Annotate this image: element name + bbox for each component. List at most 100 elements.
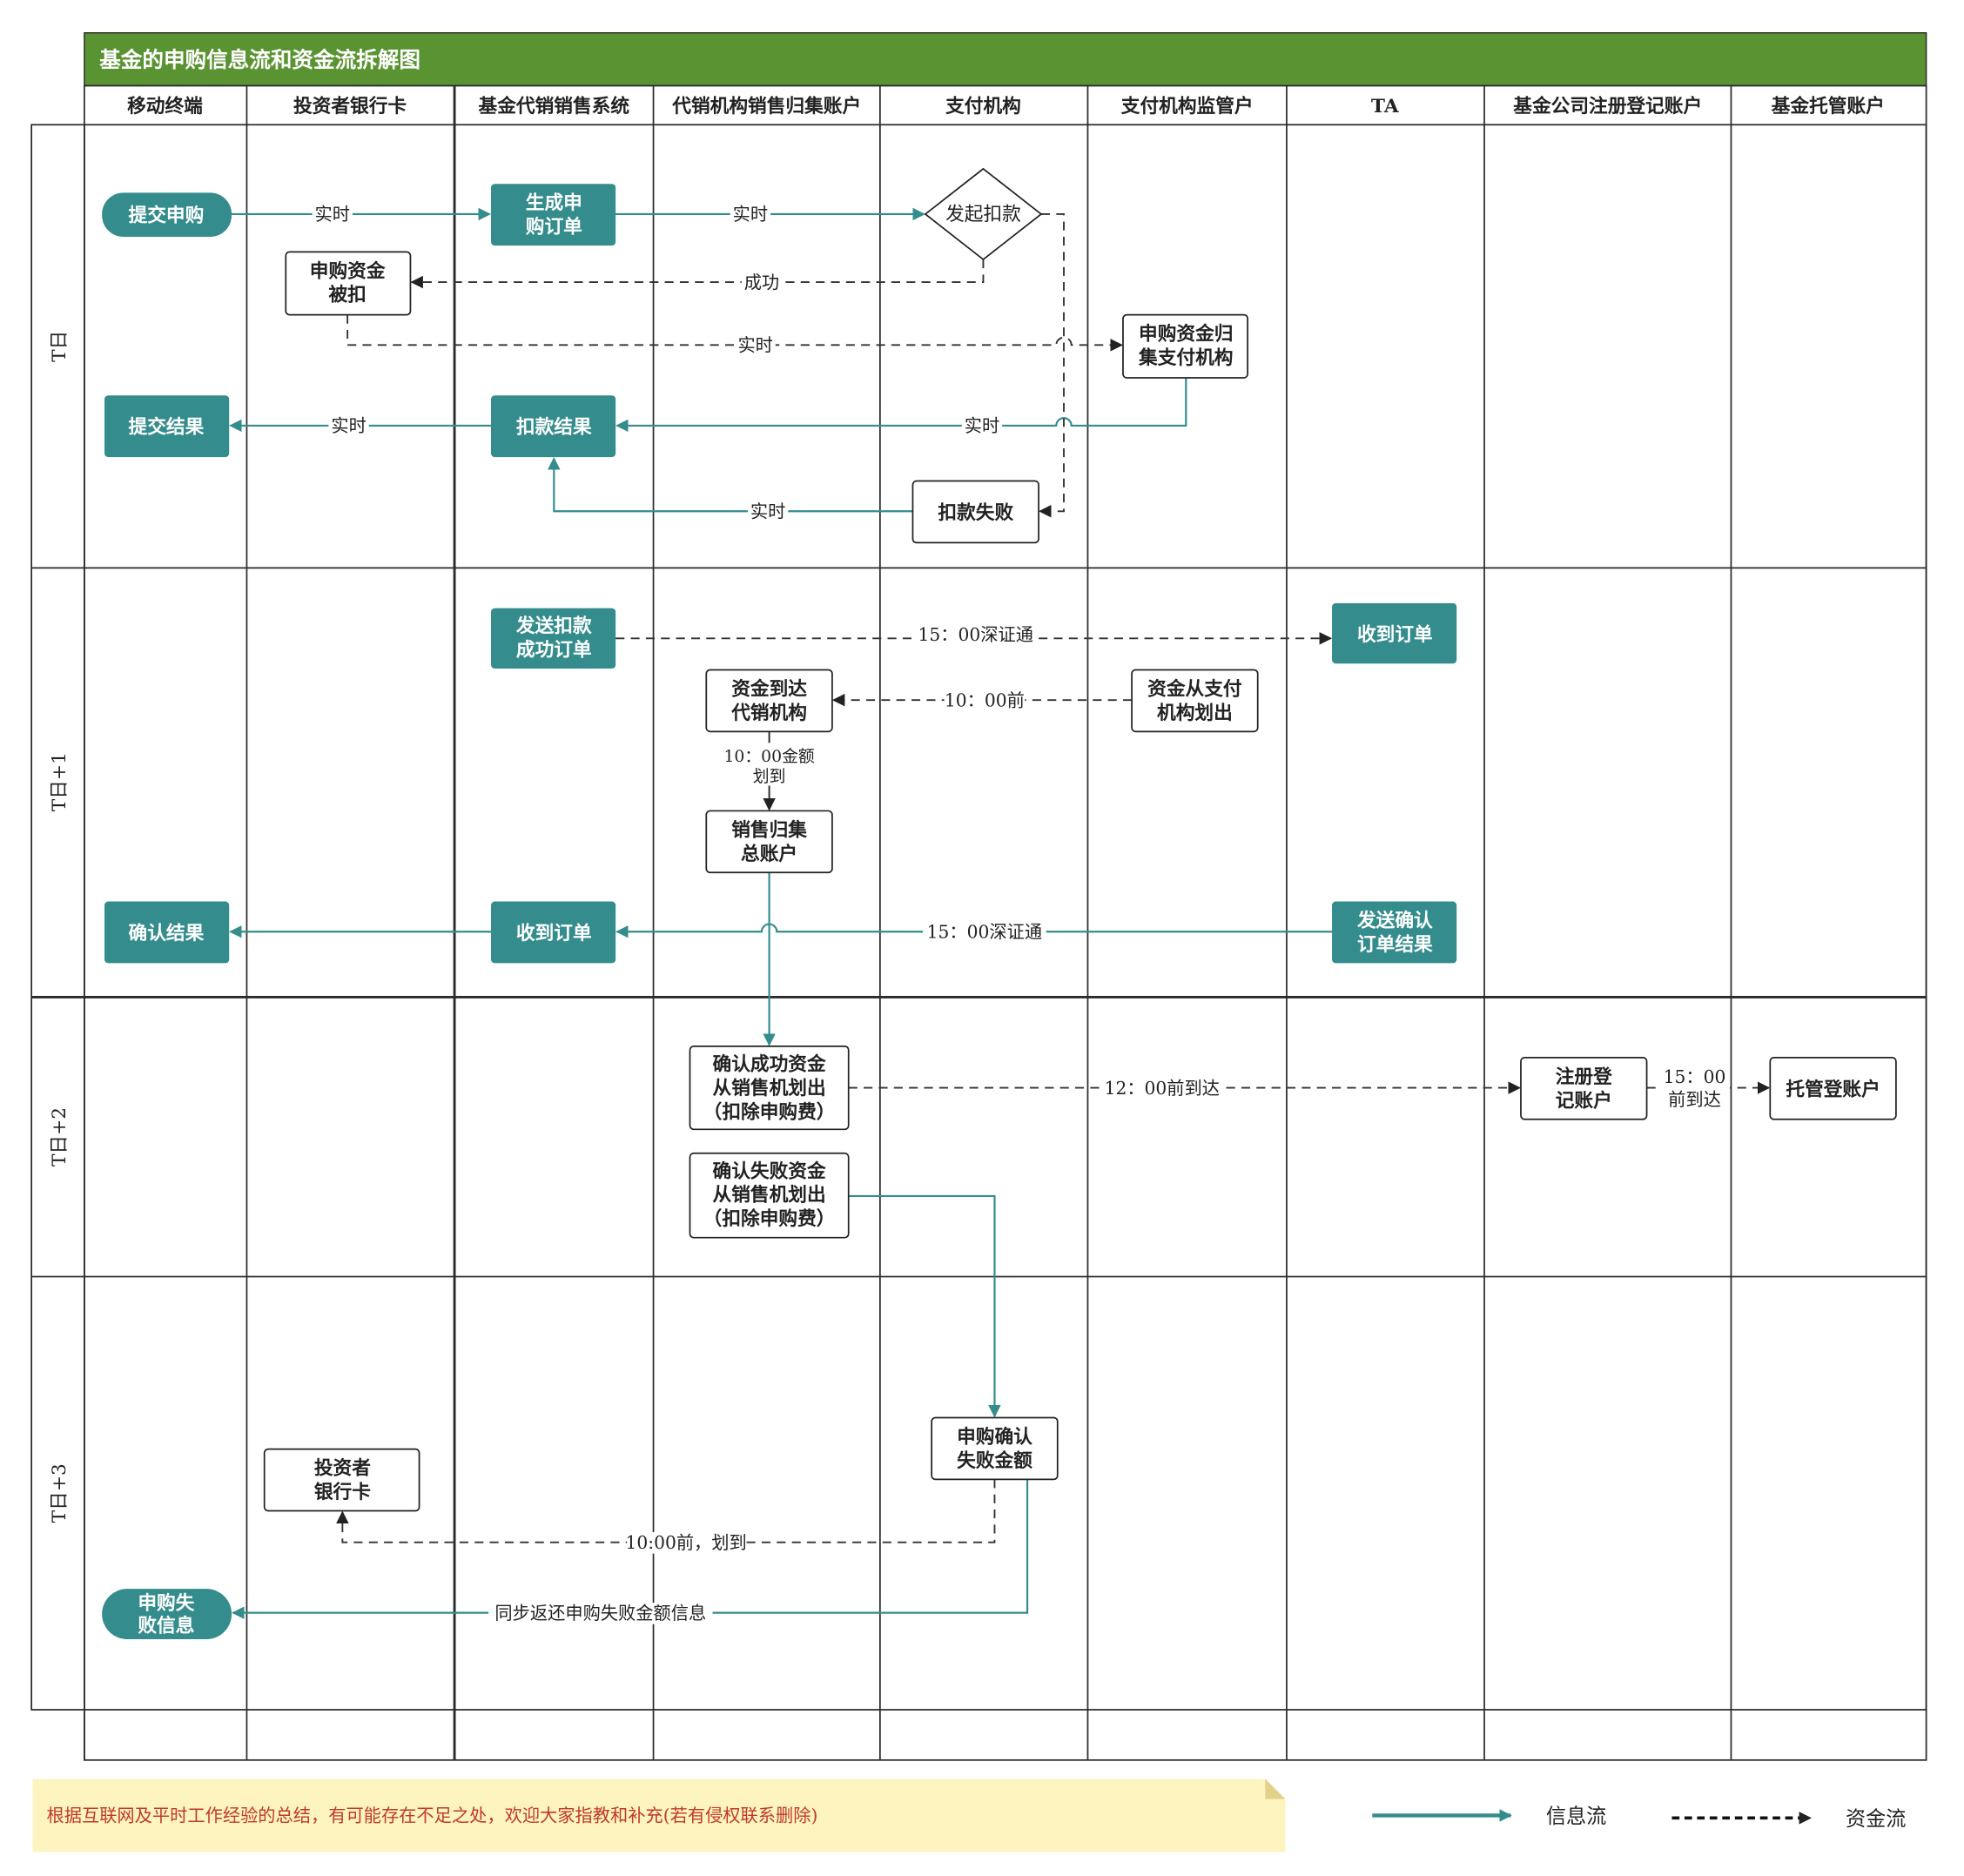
edge-label: 实时: [331, 415, 366, 436]
node-submit-result: 提交结果: [104, 395, 230, 458]
svg-text:资金到达: 资金到达: [731, 677, 807, 700]
svg-text:被扣: 被扣: [328, 285, 366, 306]
svg-text:总账户: 总账户: [741, 843, 797, 865]
edge-label: 10:00前，划到: [626, 1532, 747, 1553]
svg-text:购订单: 购订单: [526, 217, 582, 239]
edge-labels: 实时 实时 成功 实时 实时 实时 实时 15：00深证通 10：00前 10：…: [312, 204, 1731, 1624]
svg-text:发送扣款: 发送扣款: [515, 615, 592, 637]
page-title: 基金的申购信息流和资金流拆解图: [99, 47, 420, 72]
svg-text:（扣除申购费）: （扣除申购费）: [703, 1207, 836, 1230]
svg-text:记账户: 记账户: [1556, 1089, 1612, 1112]
edge-failed-to-result: [548, 457, 913, 513]
row-labels: T日 T日+1 T日+2 T日+3: [49, 331, 71, 1523]
svg-text:扣款失败: 扣款失败: [938, 501, 1013, 524]
svg-text:败信息: 败信息: [138, 1614, 194, 1637]
info-flow-edges: [229, 207, 1333, 1619]
disclaimer-note: 根据互联网及平时工作经验的总结，有可能存在不足之处，欢迎大家指教和补充(若有侵权…: [32, 1779, 1286, 1852]
edge-label: 成功: [744, 272, 779, 292]
edge-label: 同步返还申购失败金额信息: [494, 1603, 706, 1624]
svg-text:资金从支付: 资金从支付: [1147, 677, 1242, 700]
column-header: 投资者银行卡: [293, 95, 407, 118]
svg-text:代销机构: 代销机构: [730, 702, 807, 724]
row-label: T日+2: [49, 1107, 71, 1167]
row-label: T日+1: [49, 752, 71, 811]
svg-text:成功订单: 成功订单: [516, 640, 592, 662]
svg-text:销售归集: 销售归集: [731, 818, 807, 841]
column-header: 代销机构销售归集账户: [671, 95, 861, 118]
legend-info-label: 信息流: [1546, 1805, 1606, 1828]
svg-text:托管登账户: 托管登账户: [1786, 1078, 1880, 1100]
svg-text:确认结果: 确认结果: [129, 922, 205, 945]
node-custody-account: 托管登账户: [1769, 1057, 1897, 1120]
svg-text:申购资金: 申购资金: [310, 259, 386, 282]
edge-label: 实时: [315, 204, 350, 225]
node-confirm-result: 确认结果: [104, 901, 230, 964]
svg-text:发起扣款: 发起扣款: [945, 204, 1021, 225]
column-header: 基金托管账户: [1772, 95, 1885, 118]
edge-label: 实时: [737, 335, 772, 356]
row-label: T日: [49, 331, 71, 362]
column-headers: 移动终端 投资者银行卡 基金代销销售系统 代销机构销售归集账户 支付机构 支付机…: [127, 95, 1885, 118]
edge-label: 实时: [965, 415, 999, 436]
edge-failed-funds-to-amount: [848, 1194, 1001, 1418]
edge-label: 10：00金额: [723, 747, 814, 766]
svg-text:从销售机划出: 从销售机划出: [713, 1184, 826, 1207]
edge-initiate-to-failed: [1039, 213, 1065, 518]
svg-text:失败金额: 失败金额: [957, 1449, 1032, 1472]
svg-text:申购确认: 申购确认: [957, 1425, 1032, 1448]
column-header: 移动终端: [127, 95, 203, 118]
edge-label: 15：00: [1664, 1066, 1726, 1087]
node-submit-purchase: 提交申购: [102, 192, 232, 237]
node-initiate-debit: 发起扣款: [924, 167, 1043, 261]
edge-label: 实时: [733, 204, 768, 225]
edge-label: 10：00前: [945, 689, 1025, 710]
svg-text:生成申: 生成申: [526, 192, 582, 214]
edge-label: 15：00深证通: [918, 624, 1033, 645]
svg-text:投资者: 投资者: [314, 1458, 371, 1480]
svg-text:银行卡: 银行卡: [314, 1481, 371, 1503]
legend: 信息流 资金流: [1372, 1805, 1906, 1831]
svg-text:从销售机划出: 从销售机划出: [713, 1077, 826, 1099]
edge-label: 实时: [750, 501, 785, 521]
edge-label: 前到达: [1668, 1089, 1721, 1110]
svg-text:申购失: 申购失: [138, 1592, 194, 1614]
row-label: T日+3: [49, 1463, 71, 1523]
node-ta-received-order: 收到订单: [1332, 602, 1457, 664]
edge-label: 12：00前到达: [1105, 1078, 1220, 1099]
svg-text:确认成功资金: 确认成功资金: [713, 1052, 826, 1075]
node-registration-account: 注册登记账户: [1520, 1057, 1648, 1120]
edge-amount-to-card: [336, 1479, 996, 1543]
svg-text:确认失败资金: 确认失败资金: [713, 1160, 826, 1182]
svg-text:提交结果: 提交结果: [129, 416, 205, 439]
column-header: 支付机构监管户: [1121, 95, 1254, 118]
svg-text:扣款结果: 扣款结果: [516, 416, 592, 439]
svg-text:申购资金归: 申购资金归: [1139, 323, 1233, 346]
disclaimer-text: 根据互联网及平时工作经验的总结，有可能存在不足之处，欢迎大家指教和补充(若有侵权…: [47, 1805, 818, 1826]
column-header: 基金公司注册登记账户: [1513, 95, 1702, 118]
edge-initiate-to-debited: [410, 259, 985, 289]
svg-text:提交申购: 提交申购: [129, 205, 205, 227]
svg-text:订单结果: 订单结果: [1357, 933, 1433, 956]
edge-collected-to-result: [615, 377, 1187, 433]
svg-text:机构划出: 机构划出: [1157, 702, 1233, 724]
node-debit-failed: 扣款失败: [911, 480, 1039, 544]
svg-text:（扣除申购费）: （扣除申购费）: [703, 1100, 836, 1123]
column-header: TA: [1371, 96, 1400, 118]
svg-text:集支付机构: 集支付机构: [1138, 346, 1233, 369]
svg-text:发送确认: 发送确认: [1356, 909, 1433, 931]
legend-money-label: 资金流: [1846, 1808, 1906, 1831]
node-investor-card: 投资者银行卡: [263, 1448, 420, 1512]
